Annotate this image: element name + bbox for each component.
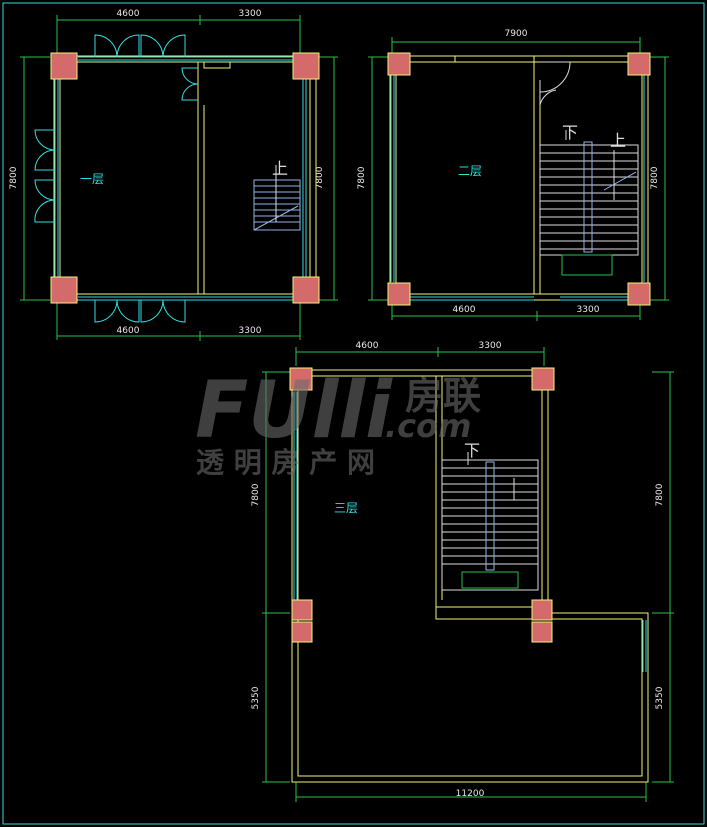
floor-3-dimensions: 4600 3300 7800 5350 7800 5350 11200 (251, 341, 674, 802)
floor-1-plan: 4600 3300 4600 3300 7800 7800 (9, 9, 338, 341)
floor-3-dim-left-lower: 5350 (251, 686, 261, 709)
floor-1-stairs: 上 (253, 160, 301, 231)
watermark-slogan: 透 明 房 产 网 (196, 446, 375, 479)
column (291, 599, 313, 621)
column (50, 52, 78, 80)
floor-1-dimensions: 4600 3300 4600 3300 7800 7800 (9, 9, 338, 341)
column (291, 621, 313, 643)
floor-1-label: 一层 (80, 172, 104, 186)
floor-2-doors (539, 61, 571, 106)
column (387, 52, 411, 76)
watermark-cn-name: 房联 (405, 374, 481, 418)
floor-3-label: 三层 (334, 501, 358, 515)
floor-3-plan: 4600 3300 7800 5350 7800 5350 11200 (251, 341, 674, 802)
floor-2-stairs: 下 上 (539, 125, 639, 276)
watermark: FUlli 房联 .com 透 明 房 产 网 (195, 366, 481, 479)
floor-2-dim-top: 7900 (505, 29, 528, 39)
floor-3-columns (289, 367, 555, 643)
floor-1-dim-right: 7800 (315, 166, 325, 189)
floor-1-doors (34, 34, 199, 323)
floor-2-dim-left: 7800 (357, 166, 367, 189)
floor-1-dim-bottom-left: 4600 (117, 326, 140, 336)
column (627, 52, 651, 76)
watermark-brand: FUlli (195, 366, 393, 456)
floor-1-stair-up-label: 上 (272, 160, 288, 178)
column (531, 621, 553, 643)
floor-1-columns (50, 52, 320, 304)
floor-2-dim-bottom-left: 4600 (453, 305, 476, 315)
floor-2-walls (389, 55, 649, 301)
floor-2-dim-bottom-right: 3300 (577, 305, 600, 315)
floor-3-dim-bottom: 11200 (456, 789, 485, 799)
column (627, 282, 651, 306)
floor-3-dim-top-left: 4600 (356, 341, 379, 351)
floor-1-glazing (54, 56, 307, 301)
floor-2-glazing (390, 75, 645, 301)
floor-2-dim-right: 7800 (650, 166, 660, 189)
column (50, 276, 78, 304)
floor-1-dim-top-right: 3300 (239, 9, 262, 19)
floor-2-stair-down-label: 下 (562, 125, 578, 142)
floor-2-columns (387, 52, 651, 306)
floor-2-plan: 7900 4600 3300 7800 7800 (357, 29, 669, 321)
floor-3-dim-right-lower: 5350 (655, 686, 665, 709)
floor-1-dim-bottom-right: 3300 (239, 326, 262, 336)
floor-3-stair-down-label: 下 (464, 443, 480, 460)
watermark-domain: .com (385, 407, 471, 445)
floor-2-stair-up-label: 上 (610, 132, 626, 150)
column (531, 367, 555, 391)
column (292, 276, 320, 304)
floor-3-dim-top-right: 3300 (479, 341, 502, 351)
floor-2-dimensions: 7900 4600 3300 7800 7800 (357, 29, 669, 321)
floor-2-label: 二层 (458, 164, 482, 178)
floor-1-dim-top-left: 4600 (117, 9, 140, 19)
floor-1-dim-left: 7800 (9, 166, 19, 189)
floor-3-dim-left-upper: 7800 (251, 483, 261, 506)
column (292, 52, 320, 80)
floor-3-dim-right-upper: 7800 (655, 483, 665, 506)
column (531, 599, 553, 621)
floor-3-stairs: 下 (441, 443, 539, 591)
column (289, 367, 313, 391)
floor-3-glazing (293, 392, 647, 672)
column (387, 282, 411, 306)
